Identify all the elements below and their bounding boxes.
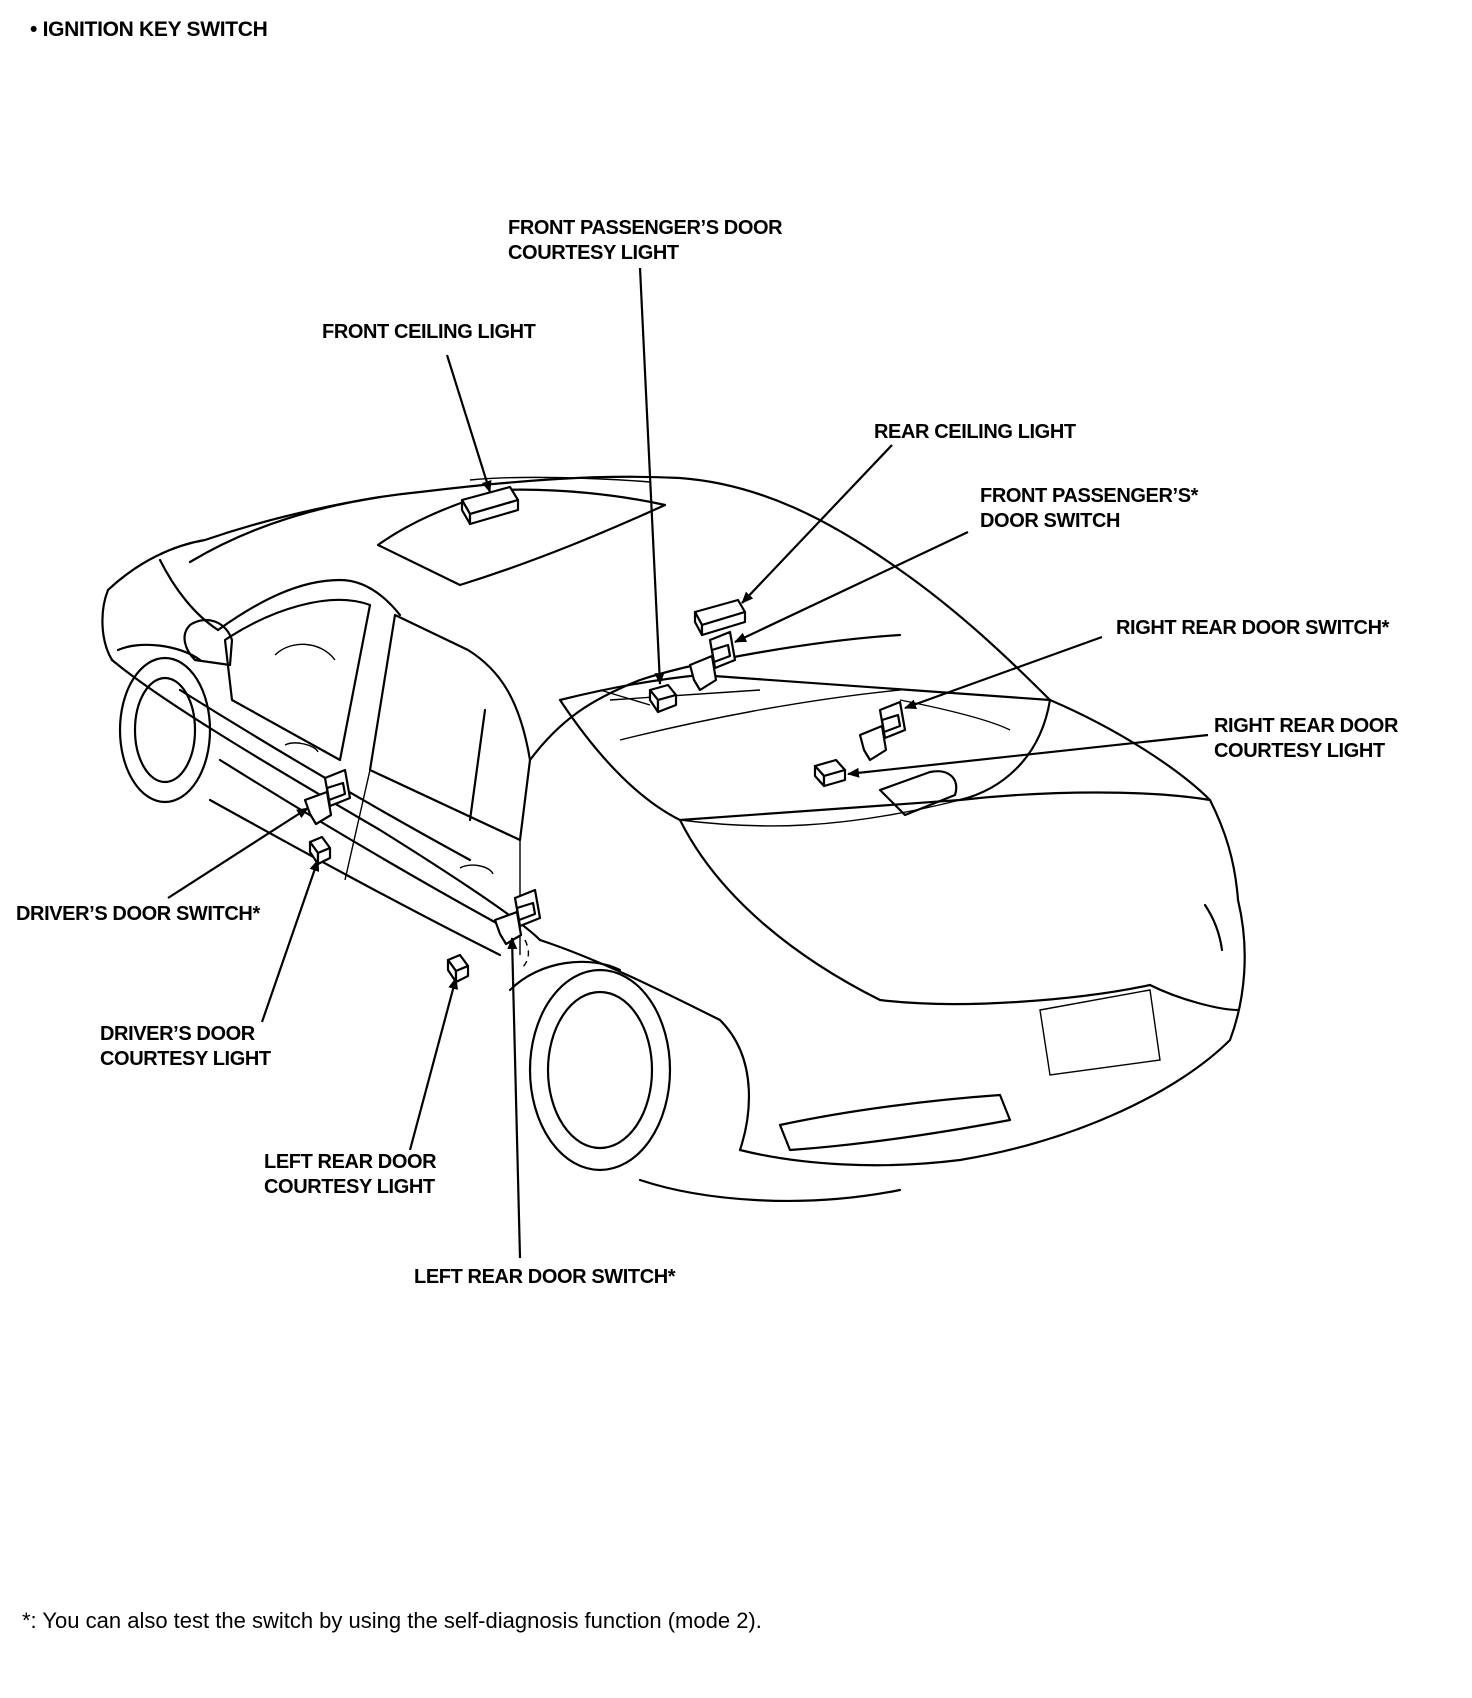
leader-front-ceiling-light (445, 354, 492, 493)
leader-left-rear-switch (507, 937, 522, 1259)
drivers-door-switch (303, 768, 352, 826)
label-line: RIGHT REAR DOOR (1214, 715, 1399, 737)
label-line: FRONT CEILING LIGHT (322, 321, 536, 343)
right-rear-door-switch (858, 700, 907, 762)
leader-drivers-switch (167, 807, 309, 899)
left-rear-door-switch (493, 888, 542, 946)
leader-front-passenger-courtesy (638, 267, 665, 685)
front-passenger-door-courtesy-light (648, 683, 678, 714)
label-line: COURTESY LIGHT (508, 242, 679, 264)
front-ceiling-light (460, 485, 520, 526)
front-passenger-door-switch (688, 630, 737, 692)
leader-front-passenger-switch (734, 531, 969, 643)
label-right-rear-door-courtesy-light: RIGHT REAR DOOR COURTESY LIGHT (1214, 714, 1398, 764)
left-rear-switch-dashes (521, 939, 530, 969)
leader-drivers-courtesy (260, 859, 320, 1023)
label-line: RIGHT REAR DOOR SWITCH* (1116, 617, 1390, 639)
rear-ceiling-light (693, 598, 747, 637)
label-line: DRIVER’S DOOR SWITCH* (16, 903, 260, 925)
drivers-door-courtesy-light (308, 835, 332, 866)
label-front-ceiling-light: FRONT CEILING LIGHT (322, 320, 536, 345)
label-line: DRIVER’S DOOR (100, 1023, 255, 1045)
left-rear-door-courtesy-light (446, 953, 470, 984)
label-front-passenger-door-courtesy-light: FRONT PASSENGER’S DOOR COURTESY LIGHT (508, 216, 783, 266)
label-left-rear-door-courtesy-light: LEFT REAR DOOR COURTESY LIGHT (264, 1150, 437, 1200)
leader-rear-ceiling-light (741, 444, 893, 604)
leader-right-rear-switch (904, 635, 1103, 710)
label-right-rear-door-switch: RIGHT REAR DOOR SWITCH* (1116, 616, 1389, 641)
label-line: REAR CEILING LIGHT (874, 421, 1076, 443)
label-line: FRONT PASSENGER’S DOOR (508, 217, 783, 239)
label-line: COURTESY LIGHT (264, 1176, 435, 1198)
label-line: FRONT PASSENGER’S* (980, 485, 1199, 507)
label-drivers-door-courtesy-light: DRIVER’S DOOR COURTESY LIGHT (100, 1022, 271, 1072)
label-line: COURTESY LIGHT (1214, 740, 1385, 762)
label-left-rear-door-switch: LEFT REAR DOOR SWITCH* (414, 1265, 676, 1290)
label-line: DOOR SWITCH (980, 510, 1121, 532)
label-front-passenger-door-switch: FRONT PASSENGER’S* DOOR SWITCH (980, 484, 1198, 534)
label-rear-ceiling-light: REAR CEILING LIGHT (874, 420, 1076, 445)
label-line: COURTESY LIGHT (100, 1048, 271, 1070)
section-header: • IGNITION KEY SWITCH (30, 18, 268, 41)
label-line: LEFT REAR DOOR (264, 1151, 437, 1173)
label-line: LEFT REAR DOOR SWITCH* (414, 1266, 676, 1288)
right-rear-door-courtesy-light (813, 758, 847, 788)
label-drivers-door-switch: DRIVER’S DOOR SWITCH* (16, 902, 260, 927)
leader-left-rear-courtesy (408, 977, 458, 1151)
footnote: *: You can also test the switch by using… (22, 1608, 762, 1633)
leader-right-rear-courtesy (847, 733, 1209, 778)
car-body (101, 475, 1246, 1202)
